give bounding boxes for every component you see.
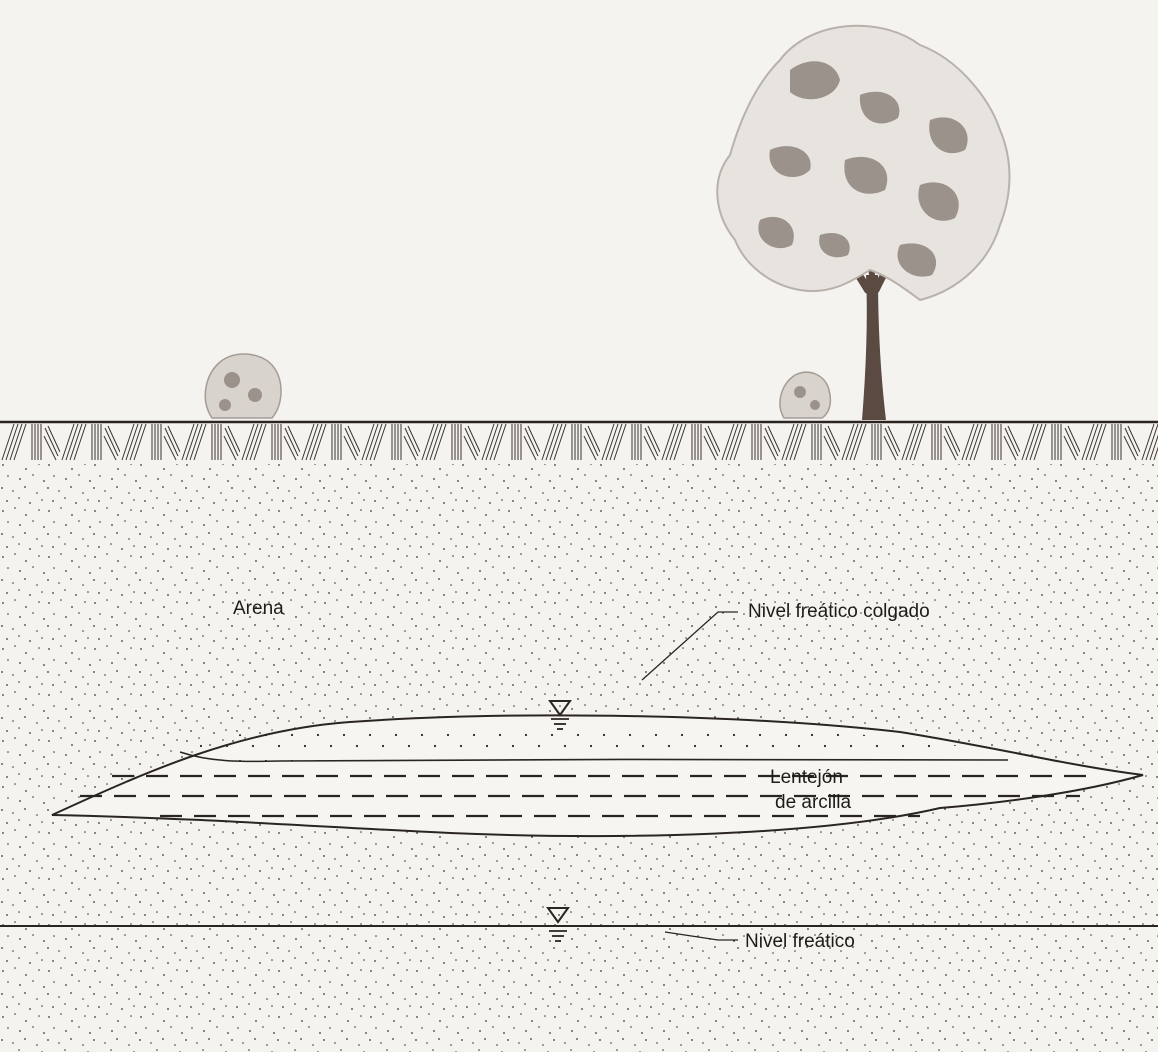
water-table-label: Nivel freático xyxy=(745,932,855,951)
shrub-right-icon xyxy=(780,372,830,418)
sand-label: Arena xyxy=(233,599,284,618)
clay-lens-label-line1: Lentejón xyxy=(770,768,843,787)
tree-icon xyxy=(717,26,1009,420)
perched-water-table-label: Nivel freático colgado xyxy=(748,602,930,621)
topsoil-hatching xyxy=(0,423,1158,464)
clay-lens-label-line2: de arcilla xyxy=(775,793,851,812)
shrub-left-icon xyxy=(205,354,281,418)
